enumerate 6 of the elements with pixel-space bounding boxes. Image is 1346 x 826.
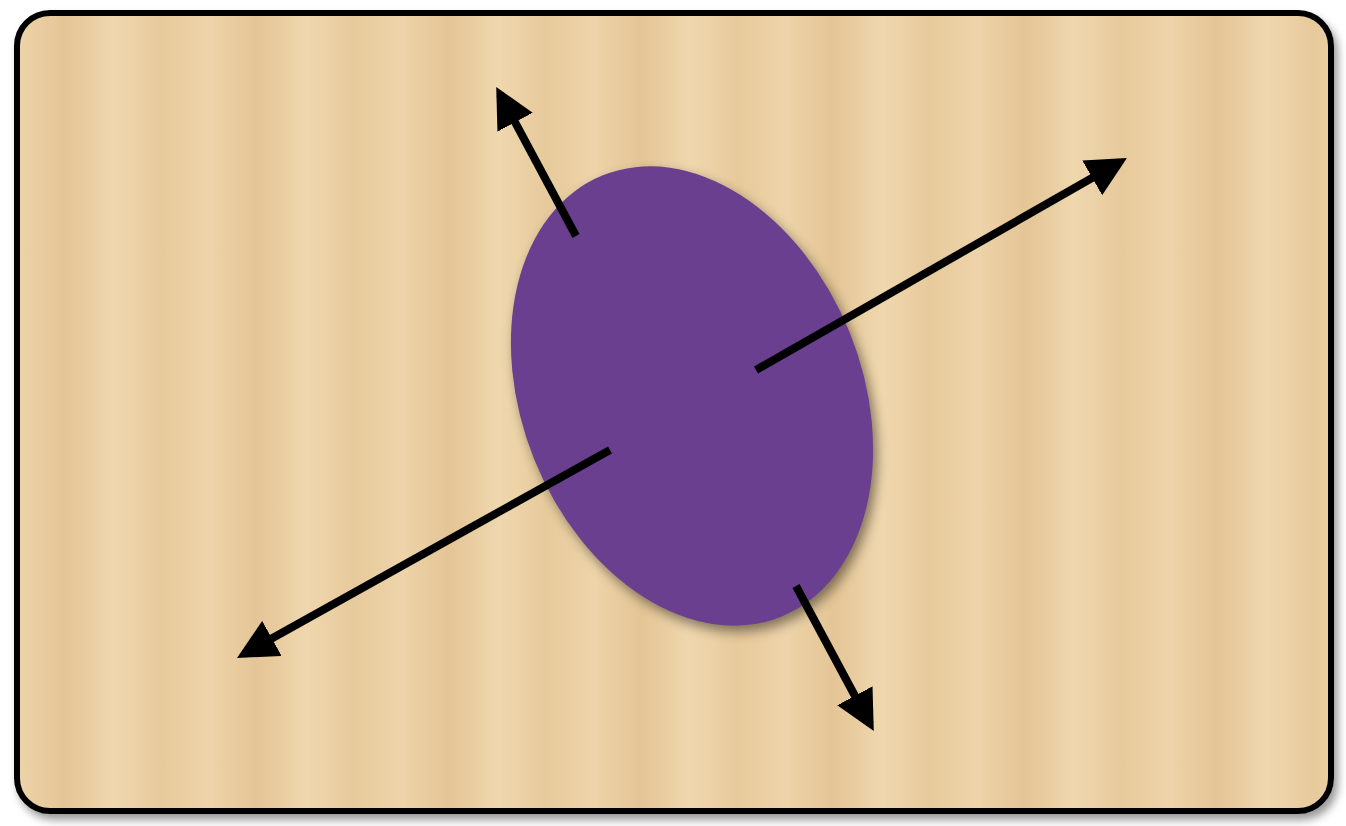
arrow: [237, 446, 612, 658]
felt-ellipse: [510, 166, 874, 626]
arrow: [496, 86, 580, 238]
wood-panel: [14, 10, 1334, 814]
arrow: [754, 158, 1127, 374]
arrow: [792, 584, 874, 732]
